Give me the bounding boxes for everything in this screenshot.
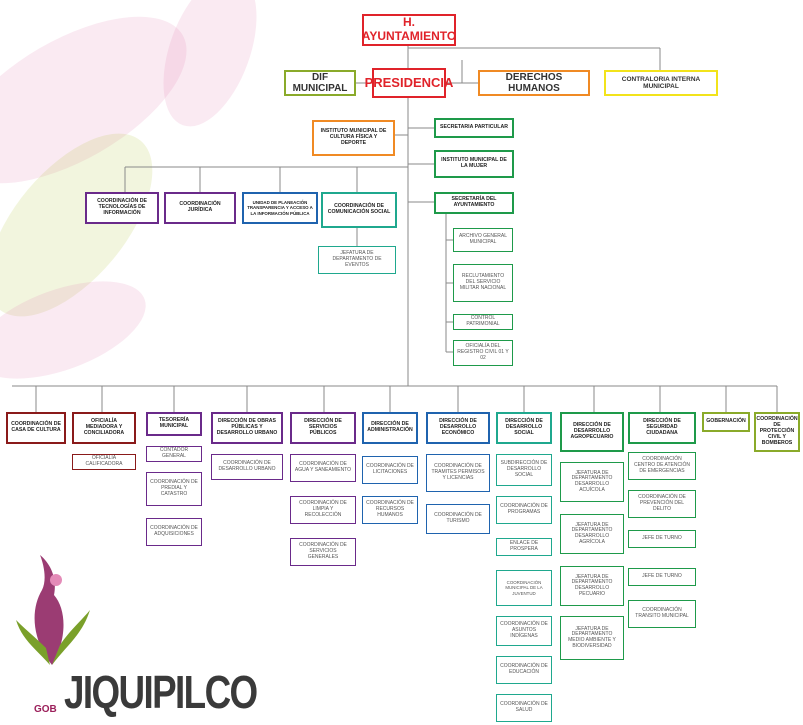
dept-seguridad-ciudadana: DIRECCIÓN DE SEGURIDAD CIUDADANA bbox=[628, 412, 696, 444]
oficialia-calificadora: OFICIALÍA CALIFICADORA bbox=[72, 454, 136, 470]
coordinacion-programas: COORDINACIÓN DE PROGRAMAS bbox=[496, 496, 552, 524]
adquisiciones: COORDINACIÓN DE ADQUISICIONES bbox=[146, 518, 202, 546]
presidencia-box: PRESIDENCIA bbox=[365, 68, 453, 98]
logo-prefix: GOB bbox=[34, 704, 57, 715]
recursos-humanos: COORDINACIÓN DE RECURSOS HUMANOS bbox=[362, 496, 418, 524]
juridica-box: COORDINACIÓN JURÍDICA bbox=[164, 192, 236, 224]
secretaria-particular-box: SECRETARIA PARTICULAR bbox=[434, 118, 514, 138]
desarrollo-acuicola: JEFATURA DE DEPARTAMENTO DESARROLLO ACUÍ… bbox=[560, 462, 624, 502]
contraloria-box: CONTRALORIA INTERNA MUNICIPAL bbox=[604, 70, 718, 96]
dept-agropecuario: DIRECCIÓN DE DESARROLLO AGROPECUARIO bbox=[560, 412, 624, 452]
archivo-box: ARCHIVO GENERAL MUNICIPAL bbox=[453, 228, 513, 252]
flower-logo-icon bbox=[16, 555, 90, 665]
jefe-turno-2: JEFE DE TURNO bbox=[628, 568, 696, 586]
turismo: COORDINACIÓN DE TURISMO bbox=[426, 504, 490, 534]
desarrollo-urbano: COORDINACIÓN DE DESARROLLO URBANO bbox=[211, 454, 283, 480]
dept-desarrollo-economico: DIRECCIÓN DE DESARROLLO ECONÓMICO bbox=[426, 412, 490, 444]
derechos-humanos-box: DERECHOS HUMANOS bbox=[478, 70, 590, 96]
control-patrimonial-box: CONTROL PATRIMONIAL bbox=[453, 314, 513, 330]
licitaciones: COORDINACIÓN DE LICITACIONES bbox=[362, 456, 418, 484]
dif-municipal-box: DIF MUNICIPAL bbox=[284, 70, 356, 96]
centro-emergencias: COORDINACIÓN CENTRO DE ATENCIÓN DE EMERG… bbox=[628, 452, 696, 480]
jefe-turno-1: JEFE DE TURNO bbox=[628, 530, 696, 548]
desarrollo-pecuario: JEFATURA DE DEPARTAMENTO DESARROLLO PECU… bbox=[560, 566, 624, 606]
servicios-generales: COORDINACIÓN DE SERVICIOS GENERALES bbox=[290, 538, 356, 566]
logo-text: JIQUIPILCO bbox=[64, 666, 258, 718]
contador-general: CONTADOR GENERAL bbox=[146, 446, 202, 462]
subdireccion-desarrollo-social: SUBDIRECCIÓN DE DESARROLLO SOCIAL bbox=[496, 454, 552, 486]
registro-civil-box: OFICIALÍA DEL REGISTRO CIVIL 01 Y 02 bbox=[453, 340, 513, 366]
dept-servicios-publicos: DIRECCIÓN DE SERVICIOS PÚBLICOS bbox=[290, 412, 356, 444]
prevencion-delito: COORDINACIÓN DE PREVENCIÓN DEL DELITO bbox=[628, 490, 696, 518]
tramites-permisos: COORDINACIÓN DE TRAMITES PERMISOS Y LICE… bbox=[426, 454, 490, 492]
asuntos-indigenas: COORDINACIÓN DE ASUNTOS INDÍGENAS bbox=[496, 616, 552, 646]
dept-oficialia: OFICIALÍA MEDIADORA Y CONCILIADORA bbox=[72, 412, 136, 444]
dept-proteccion-civil: COORDINACIÓN DE PROTECCIÓN CIVIL Y BOMBE… bbox=[754, 412, 800, 452]
predial-catastro: COORDINACIÓN DE PREDIAL Y CATASTRO bbox=[146, 472, 202, 506]
agua-saneamiento: COORDINACIÓN DE AGUA Y SANEAMIENTO bbox=[290, 454, 356, 482]
instituto-cultura-box: INSTITUTO MUNICIPAL DE CULTURA FÍSICA Y … bbox=[312, 120, 395, 156]
dept-casa-cultura: COORDINACIÓN DE CASA DE CULTURA bbox=[6, 412, 66, 444]
medio-ambiente: JEFATURA DE DEPARTAMENTO MEDIO AMBIENTE … bbox=[560, 616, 624, 660]
ayuntamiento-box: H. AYUNTAMIENTO bbox=[362, 14, 456, 46]
dept-tesoreria: TESORERÍA MUNICIPAL bbox=[146, 412, 202, 436]
coordinacion-juventud: COORDINACIÓN MUNICIPAL DE LA JUVENTUD bbox=[496, 570, 552, 606]
coordinacion-educacion: COORDINACIÓN DE EDUCACIÓN bbox=[496, 656, 552, 684]
secretaria-ayuntamiento-box: SECRETARÍA DEL AYUNTAMIENTO bbox=[434, 192, 514, 214]
instituto-mujer-box: INSTITUTO MUNICIPAL DE LA MUJER bbox=[434, 150, 514, 178]
dept-obras-publicas: DIRECCIÓN DE OBRAS PÚBLICAS Y DESARROLLO… bbox=[211, 412, 283, 444]
tecnologias-box: COORDINACIÓN DE TECNOLOGÍAS DE INFORMACI… bbox=[85, 192, 159, 224]
enlace-prospera: ENLACE DE PROSPERA bbox=[496, 538, 552, 556]
dept-desarrollo-social: DIRECCIÓN DE DESARROLLO SOCIAL bbox=[496, 412, 552, 444]
dept-gobernacion: GOBERNACIÓN bbox=[702, 412, 750, 432]
dept-administracion: DIRECCIÓN DE ADMINISTRACIÓN bbox=[362, 412, 418, 444]
comunicacion-box: COORDINACIÓN DE COMUNICACIÓN SOCIAL bbox=[321, 192, 397, 228]
jefatura-eventos-box: JEFATURA DE DEPARTAMENTO DE EVENTOS bbox=[318, 246, 396, 274]
planeacion-box: UNIDAD DE PLANEACIÓN TRANSPARENCIA Y ACC… bbox=[242, 192, 318, 224]
limpia-recoleccion: COORDINACIÓN DE LIMPIA Y RECOLECCIÓN bbox=[290, 496, 356, 524]
reclutamiento-box: RECLUTAMIENTO DEL SERVICIO MILITAR NACIO… bbox=[453, 264, 513, 302]
desarrollo-agricola: JEFATURA DE DEPARTAMENTO DESARROLLO AGRÍ… bbox=[560, 514, 624, 554]
transito-municipal: COORDINACIÓN TRANSITO MUNICIPAL bbox=[628, 600, 696, 628]
coordinacion-salud: COORDINACIÓN DE SALUD bbox=[496, 694, 552, 722]
